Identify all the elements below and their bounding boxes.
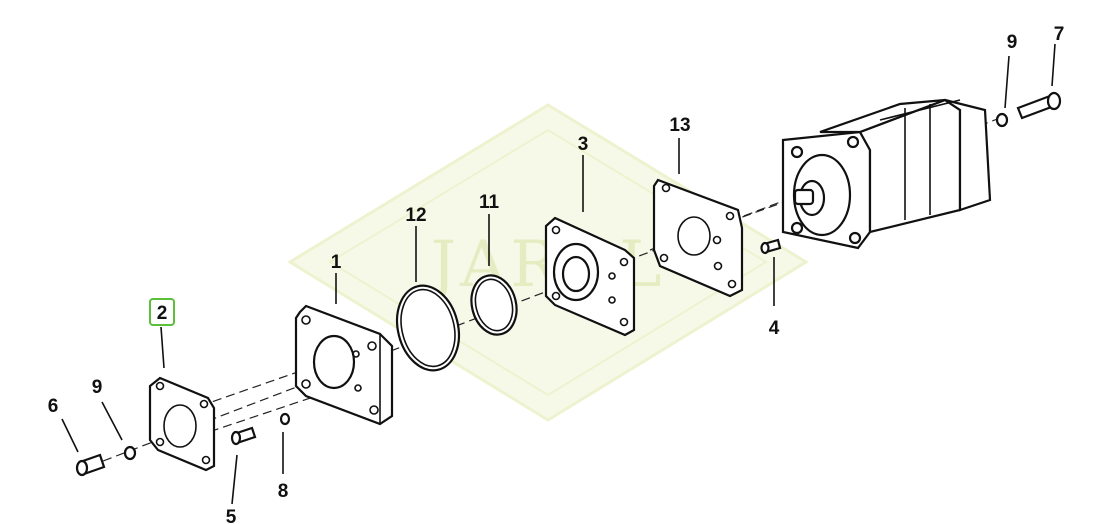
- part-12-o-ring[interactable]: [388, 279, 467, 377]
- callout-1[interactable]: 1: [331, 252, 342, 273]
- callout-2[interactable]: 2: [157, 303, 168, 324]
- part-13-gasket-plate[interactable]: [652, 178, 744, 298]
- callout-9-left[interactable]: 9: [92, 377, 103, 398]
- callout-12[interactable]: 12: [405, 205, 426, 226]
- part-9-washer-left[interactable]: [123, 445, 137, 461]
- part-11-o-ring[interactable]: [465, 271, 522, 340]
- callouts: 2 1 3 4 5 6 7 8 9 9 11 12 13: [48, 24, 1065, 524]
- part-1-flange-plate[interactable]: [294, 304, 394, 426]
- part-8-washer[interactable]: [279, 412, 291, 426]
- callout-7[interactable]: 7: [1054, 24, 1065, 45]
- part-3-seal-plate[interactable]: [544, 216, 636, 337]
- part-pump-body[interactable]: [781, 98, 992, 250]
- part-9-washer-right[interactable]: [995, 112, 1009, 128]
- part-7-bolt[interactable]: [1016, 91, 1062, 120]
- callout-5[interactable]: 5: [226, 507, 237, 524]
- part-4-screw[interactable]: [760, 238, 782, 255]
- callout-2-highlight[interactable]: [149, 298, 175, 326]
- callout-11[interactable]: 11: [479, 192, 500, 213]
- part-6-bolt[interactable]: [75, 453, 106, 477]
- callout-8[interactable]: 8: [278, 481, 289, 502]
- callout-13[interactable]: 13: [669, 115, 690, 136]
- part-2-gasket[interactable]: [148, 376, 216, 472]
- callout-9-right[interactable]: 9: [1007, 32, 1018, 53]
- part-5-screw[interactable]: [230, 426, 257, 446]
- leader-lines: [61, 43, 1056, 505]
- callout-4[interactable]: 4: [769, 318, 780, 339]
- callout-3[interactable]: 3: [578, 134, 589, 155]
- callout-6[interactable]: 6: [48, 396, 59, 417]
